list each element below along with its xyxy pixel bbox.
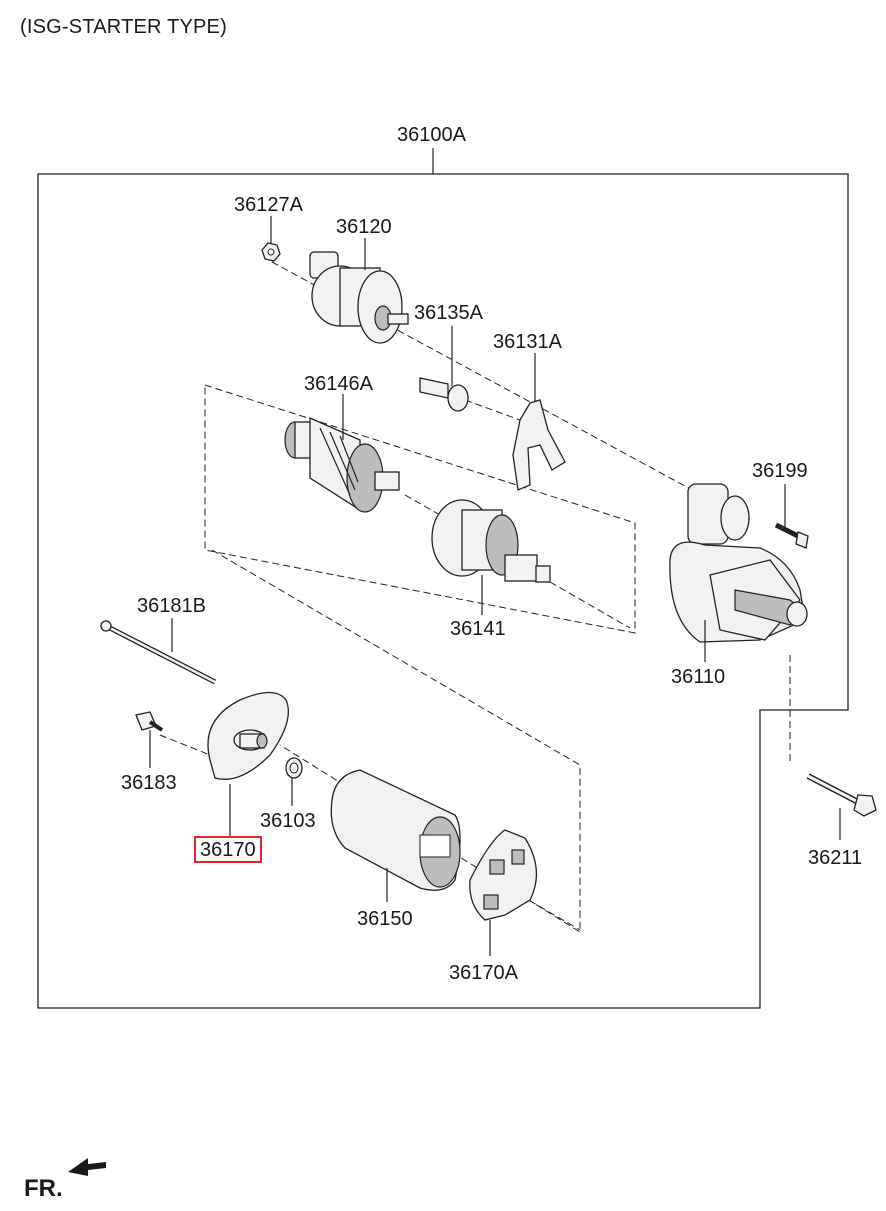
brush-holder-part bbox=[469, 829, 538, 921]
part-label-36127A[interactable]: 36127A bbox=[234, 194, 303, 216]
bolt-36199-part bbox=[774, 522, 809, 549]
part-label-36100A[interactable]: 36100A bbox=[397, 124, 466, 146]
armature-part bbox=[284, 417, 400, 513]
washer-part bbox=[285, 757, 303, 779]
end-plate-part bbox=[207, 691, 290, 780]
part-label-36120[interactable]: 36120 bbox=[336, 216, 392, 238]
part-label-36170-highlighted[interactable]: 36170 bbox=[194, 836, 262, 863]
part-label-36110[interactable]: 36110 bbox=[671, 666, 726, 688]
gear-assembly-part bbox=[431, 499, 551, 583]
front-direction-label: FR. bbox=[24, 1175, 63, 1202]
dashed-group-housing bbox=[211, 549, 581, 933]
part-label-36170A[interactable]: 36170A bbox=[449, 962, 518, 984]
part-label-36103[interactable]: 36103 bbox=[260, 810, 316, 832]
diagram-caption: (ISG-STARTER TYPE) bbox=[20, 16, 227, 38]
front-direction-arrow-icon bbox=[68, 1158, 106, 1176]
part-label-36183[interactable]: 36183 bbox=[121, 772, 177, 794]
part-label-36135A[interactable]: 36135A bbox=[414, 302, 483, 324]
housing-part bbox=[669, 483, 808, 643]
lever-part bbox=[512, 399, 566, 491]
part-label-36181B[interactable]: 36181B bbox=[137, 595, 206, 617]
solenoid-part bbox=[309, 251, 409, 344]
part-label-36211[interactable]: 36211 bbox=[808, 847, 863, 869]
dashed-group-armature bbox=[204, 384, 636, 634]
screw-36183-part bbox=[135, 711, 164, 732]
part-label-36199[interactable]: 36199 bbox=[752, 460, 808, 482]
yoke-part bbox=[330, 769, 461, 891]
part-label-36150[interactable]: 36150 bbox=[357, 908, 413, 930]
bolt-36211-part bbox=[806, 773, 877, 817]
part-label-36146A[interactable]: 36146A bbox=[304, 373, 373, 395]
through-bolt-part bbox=[100, 620, 217, 685]
part-label-36131A[interactable]: 36131A bbox=[493, 331, 562, 353]
plunger-part bbox=[419, 377, 469, 412]
assembly-boundary bbox=[37, 173, 849, 1009]
part-label-36141[interactable]: 36141 bbox=[450, 618, 506, 640]
nut-part bbox=[261, 242, 281, 262]
